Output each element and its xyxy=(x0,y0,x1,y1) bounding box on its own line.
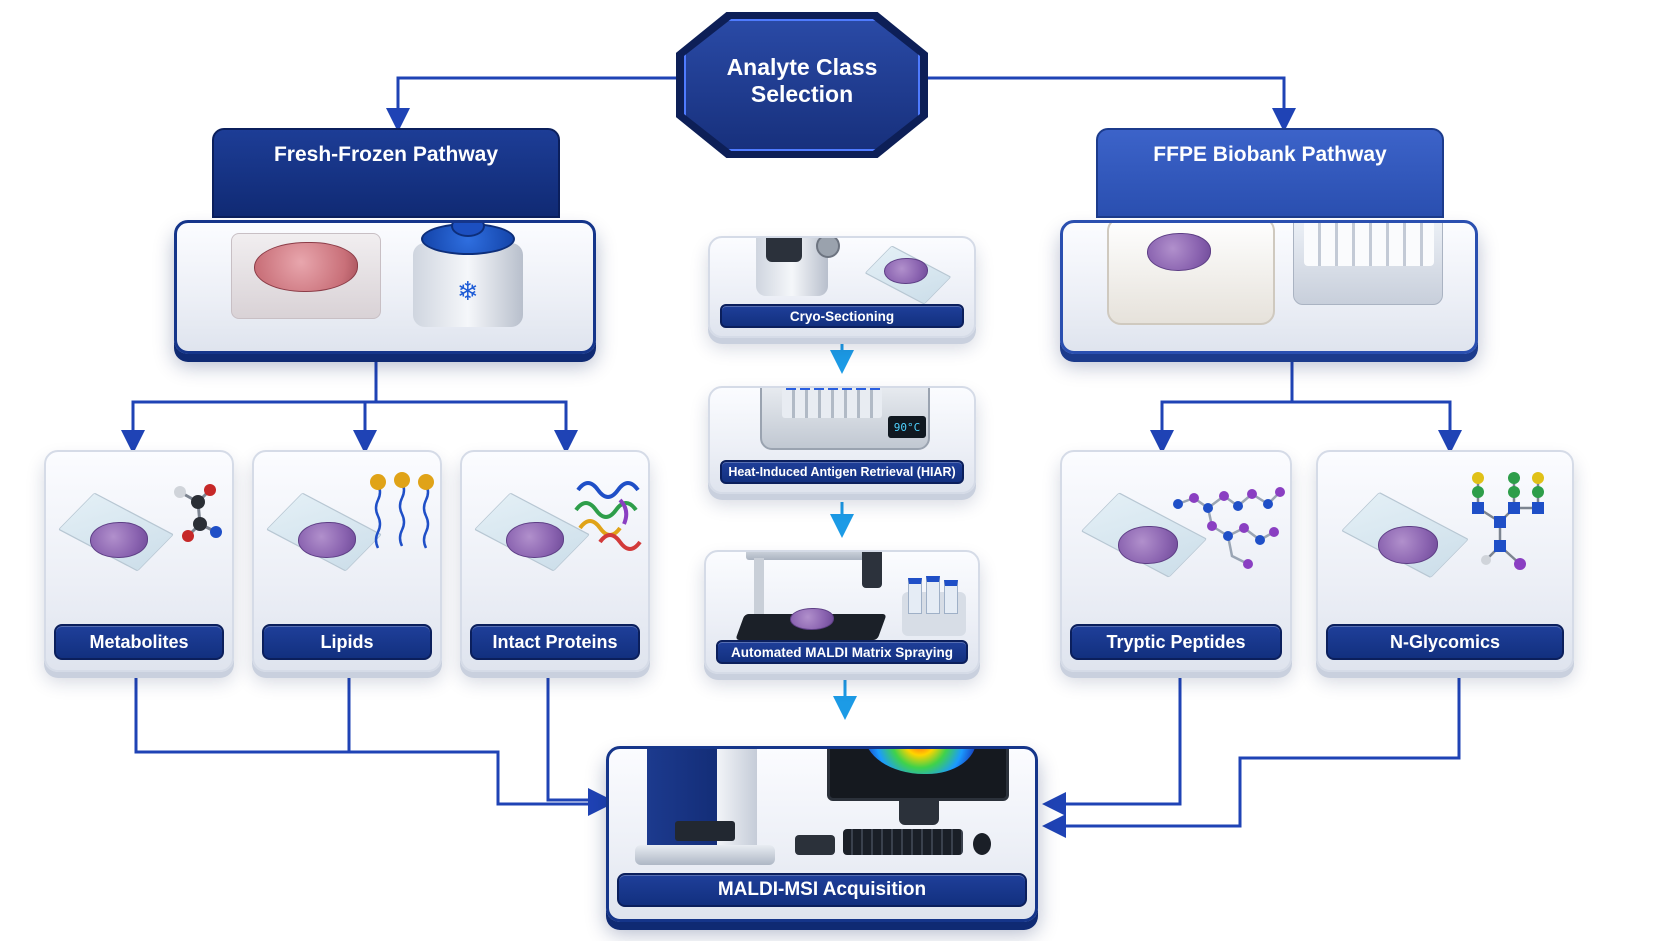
small-molecule-icon xyxy=(174,484,222,542)
spray-tissue-icon xyxy=(790,608,834,630)
brain-heatmap-icon xyxy=(864,749,976,774)
matrix-spraying-card[interactable]: Automated MALDI Matrix Spraying xyxy=(704,550,980,674)
tryptic-peptides-card[interactable]: Tryptic Peptides xyxy=(1060,450,1292,672)
fresh-frozen-pathway-title: Fresh-Frozen Pathway xyxy=(273,143,499,166)
matrix-spraying-label: Automated MALDI Matrix Spraying xyxy=(716,640,968,664)
arrow-ffpe-branch xyxy=(1150,362,1294,454)
ffpe-pathway-title: FFPE Biobank Pathway xyxy=(1153,143,1387,166)
intact-proteins-card[interactable]: Intact Proteins xyxy=(460,450,650,672)
lipids-label: Lipids xyxy=(262,624,432,660)
ffpe-tissue-icon xyxy=(1147,233,1211,271)
cryo-container-icon: ❄ xyxy=(413,223,523,327)
proteins-tissue-icon xyxy=(506,522,564,558)
arrow-lipids-to-acquisition xyxy=(347,678,498,754)
mass-spectrometer-icon xyxy=(635,749,779,869)
root-node-title: Analyte Class Selection xyxy=(726,54,878,107)
reagent-vials-icon xyxy=(902,576,966,636)
peptides-tissue-icon xyxy=(1118,526,1178,564)
cassette-tray-illustration xyxy=(1107,223,1275,325)
cryo-tissue-icon xyxy=(884,258,928,284)
glycomics-tissue-icon xyxy=(1378,526,1438,564)
monitor-stand-icon xyxy=(899,801,939,825)
ffpe-pathway-card[interactable] xyxy=(1060,220,1478,354)
cryostat-icon xyxy=(736,238,842,306)
water-bath-icon: 90°C xyxy=(760,388,930,450)
glycan-tree-icon xyxy=(1472,472,1544,570)
brain-tissue-icon xyxy=(254,242,358,292)
lipids-card[interactable]: Lipids xyxy=(252,450,442,672)
root-node[interactable] xyxy=(684,19,920,151)
ffpe-pathway-header: FFPE Biobank Pathway xyxy=(1096,128,1444,218)
n-glycomics-label: N-Glycomics xyxy=(1326,624,1564,660)
arrow-fresh-frozen-branch xyxy=(131,362,566,442)
snowflake-icon: ❄ xyxy=(457,277,479,307)
intact-proteins-label: Intact Proteins xyxy=(470,624,640,660)
lipid-icon xyxy=(370,472,434,549)
arrow-tryptic-to-acquisition xyxy=(1042,678,1182,816)
arrow-root-to-ffpe xyxy=(928,76,1296,132)
metabolites-tissue-icon xyxy=(90,522,148,558)
metabolites-card[interactable]: Metabolites xyxy=(44,450,234,672)
fresh-frozen-pathway-card[interactable]: ❄ xyxy=(174,220,596,354)
maldi-msi-acquisition-label: MALDI-MSI Acquisition xyxy=(617,873,1027,907)
hiar-label: Heat-Induced Antigen Retrieval (HIAR) xyxy=(720,460,964,484)
maldi-msi-acquisition-card[interactable]: MALDI-MSI Acquisition xyxy=(606,746,1038,922)
arrow-intact-proteins-to-acquisition xyxy=(546,678,612,812)
cryo-sectioning-card[interactable]: Cryo-Sectioning xyxy=(708,236,976,338)
protein-ribbon-icon xyxy=(574,481,642,551)
peptide-chain-icon xyxy=(1173,487,1285,569)
metabolites-label: Metabolites xyxy=(54,624,224,660)
arrow-root-to-fresh-frozen xyxy=(386,76,676,132)
tissue-block-illustration xyxy=(231,233,381,319)
temperature-display: 90°C xyxy=(888,416,926,438)
slide-rack-icon xyxy=(1293,223,1443,305)
tryptic-peptides-label: Tryptic Peptides xyxy=(1070,624,1282,660)
lipids-tissue-icon xyxy=(298,522,356,558)
monitor-icon xyxy=(827,749,1009,801)
n-glycomics-card[interactable]: N-Glycomics xyxy=(1316,450,1574,672)
keyboard-icon xyxy=(843,829,963,855)
fresh-frozen-pathway-header: Fresh-Frozen Pathway xyxy=(212,128,560,218)
hiar-card[interactable]: 90°C Heat-Induced Antigen Retrieval (HIA… xyxy=(708,386,976,494)
sprayer-gantry-icon xyxy=(735,552,890,648)
cryo-sectioning-label: Cryo-Sectioning xyxy=(720,304,964,328)
arrow-metabolites-to-acquisition xyxy=(134,678,612,816)
control-pad-icon xyxy=(795,835,835,855)
mouse-icon xyxy=(973,833,991,855)
arrow-nglyco-to-acquisition xyxy=(1042,678,1461,838)
arrow-ffpe-branch-right xyxy=(1292,400,1462,454)
